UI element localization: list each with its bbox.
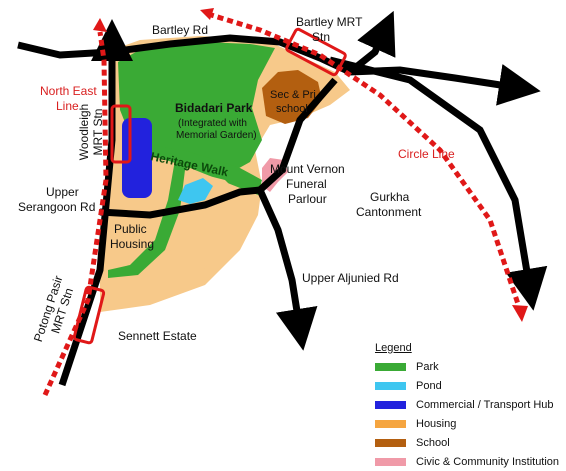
legend-title: Legend xyxy=(375,342,412,354)
legend-label: Civic & Community Institution xyxy=(416,455,560,468)
legend-item: Civic & Community Institution xyxy=(375,452,560,471)
label-bidadari-note-2: Memorial Garden) xyxy=(176,130,257,141)
road-circle-axis xyxy=(329,56,548,311)
circle-line-arrow-north xyxy=(200,8,214,20)
label-circle-line: Circle Line xyxy=(398,147,455,161)
north-east-line-arrow xyxy=(93,18,107,32)
label-school-2: school xyxy=(276,103,308,115)
label-north-east-line-2: Line xyxy=(56,99,79,113)
legend-item: Housing xyxy=(375,414,560,433)
legend-item: Park xyxy=(375,357,560,376)
legend-item: Commercial / Transport Hub xyxy=(375,395,560,414)
label-north-east-line-1: North East xyxy=(40,84,97,98)
label-bidadari-park: Bidadari Park xyxy=(175,101,253,115)
label-woodleigh-1: Woodleigh xyxy=(77,104,91,160)
legend-label: Housing xyxy=(416,417,457,430)
label-upper-serangoon-1: Upper xyxy=(46,185,79,199)
label-public-housing-2: Housing xyxy=(110,237,154,251)
label-school-1: Sec & Pri xyxy=(270,89,316,101)
road-bartley xyxy=(17,34,541,106)
legend-label: Commercial / Transport Hub xyxy=(416,398,554,411)
label-funeral-1: Mount Vernon xyxy=(270,162,345,176)
label-gurkha-2: Cantonment xyxy=(356,205,422,219)
label-woodleigh-2: MRT Stn xyxy=(91,109,105,156)
label-upper-serangoon-2: Serangoon Rd xyxy=(18,200,95,214)
legend-swatch xyxy=(375,438,406,447)
legend-label: Pond xyxy=(416,379,442,392)
label-bidadari-note-1: (Integrated with xyxy=(178,118,247,129)
label-funeral-3: Parlour xyxy=(288,192,327,206)
label-public-housing-1: Public xyxy=(114,222,147,236)
station-box-potong-pasir xyxy=(72,285,106,345)
label-funeral-2: Funeral xyxy=(286,177,327,191)
label-bartley-station-2: Stn xyxy=(312,30,330,44)
legend-swatch xyxy=(375,457,406,466)
circle-line-arrow-south xyxy=(512,305,528,322)
label-gurkha-1: Gurkha xyxy=(370,190,410,204)
pond xyxy=(178,178,213,204)
legend-label: Park xyxy=(416,360,439,373)
road-inner-link xyxy=(257,77,338,193)
label-upper-aljunied: Upper Aljunied Rd xyxy=(302,271,399,285)
label-bartley-rd: Bartley Rd xyxy=(152,23,208,37)
legend-swatch xyxy=(375,381,406,390)
station-box-bartley xyxy=(285,27,347,77)
legend-swatch xyxy=(375,419,406,428)
road-serangoon-east xyxy=(99,186,261,219)
legend-item: Pond xyxy=(375,376,560,395)
road-north-east-line-axis xyxy=(58,19,133,387)
commercial-hub xyxy=(122,118,152,198)
label-sennett-estate: Sennett Estate xyxy=(118,329,197,343)
station-box-woodleigh xyxy=(110,104,132,164)
park-west-strip xyxy=(108,160,188,278)
park-walk xyxy=(126,140,262,195)
legend-swatch xyxy=(375,362,406,371)
label-bartley-station-1: Bartley MRT xyxy=(296,15,363,29)
legend-swatch xyxy=(375,400,406,409)
legend-label: School xyxy=(416,436,450,449)
circle-line xyxy=(207,11,523,311)
park-area-north xyxy=(118,42,275,172)
north-east-line xyxy=(42,31,109,397)
legend-item: School xyxy=(375,433,560,452)
road-upper-aljunied xyxy=(256,188,318,351)
